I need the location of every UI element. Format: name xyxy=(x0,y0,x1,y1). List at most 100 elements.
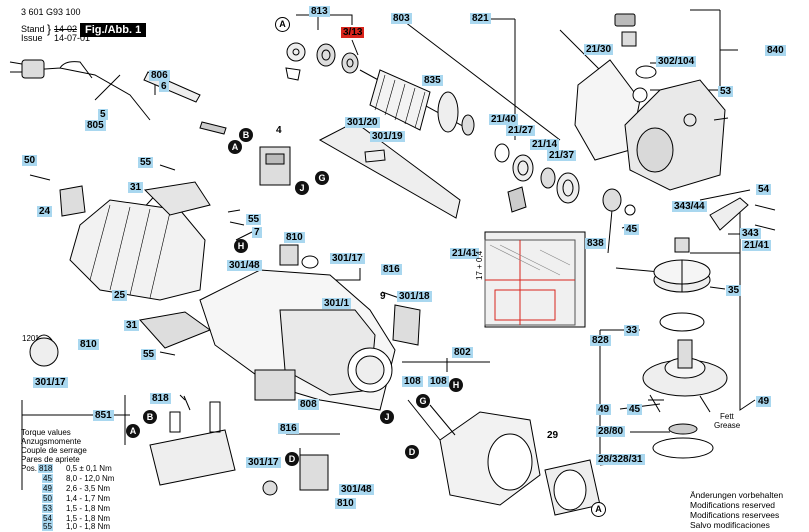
label-810-left: 810 xyxy=(78,339,99,350)
torque-row-5-value: 1,5 - 1,8 Nm xyxy=(66,504,111,513)
label-55-top: 55 xyxy=(138,157,154,168)
torque-row-1-value: 0,5 ± 0,1 Nm xyxy=(66,464,112,473)
note-line-3: Modifications reservees xyxy=(690,510,780,520)
label-7: 7 xyxy=(252,227,262,238)
figure-label: Fig./Abb. 1 xyxy=(80,23,147,37)
label-5: 5 xyxy=(98,109,108,120)
label-45-lower: 45 xyxy=(627,404,643,415)
label-49-left: 49 xyxy=(596,404,612,415)
label-808: 808 xyxy=(298,399,319,410)
label-53: 53 xyxy=(718,86,734,97)
torque-row-3-pos: 49 xyxy=(42,484,53,493)
label-821: 821 xyxy=(470,13,491,24)
torque-row-7-value: 1,0 - 1,8 Nm xyxy=(66,522,111,531)
label-108-b: 108 xyxy=(428,376,449,387)
label-818: 818 xyxy=(150,393,171,404)
label-816-top: 816 xyxy=(381,264,402,275)
marker-j-lower: J xyxy=(380,410,394,424)
marker-g-lower: G xyxy=(416,394,430,408)
label-50: 50 xyxy=(22,155,38,166)
label-802: 802 xyxy=(452,347,473,358)
marker-h-mid: H xyxy=(234,239,248,253)
issue-label: Issue xyxy=(21,33,43,43)
label-9: 9 xyxy=(380,291,386,302)
label-108-a: 108 xyxy=(402,376,423,387)
marker-b-bottom: B xyxy=(143,410,157,424)
marker-a-plug: A xyxy=(228,140,242,154)
label-813: 813 xyxy=(309,6,330,17)
torque-title-4: Pares de apriete xyxy=(21,455,80,464)
marker-j-top: J xyxy=(295,181,309,195)
torque-row-6-value: 1,5 - 1,8 Nm xyxy=(66,514,111,523)
note-line-1: Änderungen vorbehalten xyxy=(690,490,784,500)
label-21-41-right: 21/41 xyxy=(742,240,772,251)
label-840: 840 xyxy=(765,45,786,56)
torque-row-1-pos: 818 xyxy=(38,464,54,473)
marker-a-top: A xyxy=(275,17,290,32)
brace: } xyxy=(47,22,52,36)
torque-title-1: Torque values xyxy=(21,428,71,437)
label-24: 24 xyxy=(37,206,53,217)
torque-row-3-value: 2,6 - 3,5 Nm xyxy=(66,484,111,493)
stand-date: 14-02 xyxy=(54,24,78,34)
label-21-41-section: 21/41 xyxy=(450,248,480,259)
label-805: 805 xyxy=(85,120,106,131)
note-line-4: Salvo modificaciones xyxy=(690,520,770,530)
torque-row-4-pos: 50 xyxy=(42,494,53,503)
torque-row-2-value: 8,0 - 12,0 Nm xyxy=(66,474,115,483)
torque-row-6-pos: 54 xyxy=(42,514,53,523)
label-55-bottom: 55 xyxy=(141,349,157,360)
torque-title-3: Couple de serrage xyxy=(21,446,87,455)
label-301-20: 301/20 xyxy=(345,117,380,128)
label-21-27: 21/27 xyxy=(506,125,536,136)
torque-row-2-pos: 45 xyxy=(42,474,53,483)
label-3-13: 3/13 xyxy=(341,27,365,38)
marker-d-lower: D xyxy=(405,445,419,459)
label-301-18: 301/18 xyxy=(397,291,432,302)
torque-row-5-pos: 53 xyxy=(42,504,53,513)
label-302-104: 302/104 xyxy=(656,56,697,67)
label-21-30: 21/30 xyxy=(584,44,614,55)
label-21-37: 21/37 xyxy=(547,150,577,161)
label-6: 6 xyxy=(159,81,169,92)
label-806: 806 xyxy=(149,70,170,81)
label-343: 343 xyxy=(740,228,761,239)
label-21-14: 21/14 xyxy=(530,139,560,150)
label-25: 25 xyxy=(112,290,128,301)
torque-pos-label: Pos. xyxy=(21,464,38,473)
label-29: 29 xyxy=(547,430,559,441)
label-45-right: 45 xyxy=(624,224,640,235)
label-55-mid: 55 xyxy=(246,214,262,225)
stand-label: Stand xyxy=(21,24,45,34)
label-301-17-left: 301/17 xyxy=(33,377,68,388)
marker-h-lower: H xyxy=(449,378,463,392)
fett-label: Fett xyxy=(720,412,734,421)
label-49-right: 49 xyxy=(756,396,772,407)
marker-a-bottom: A xyxy=(126,424,140,438)
label-343-44: 343/44 xyxy=(672,201,707,212)
issue-date: 14-07-01 xyxy=(54,33,91,43)
doc-number: 3 601 G93 100 xyxy=(21,7,81,17)
label-54: 54 xyxy=(756,184,772,195)
label-31-top: 31 xyxy=(128,182,144,193)
grease-label: Grease xyxy=(714,421,741,430)
label-810-top: 810 xyxy=(284,232,305,243)
label-838: 838 xyxy=(585,238,606,249)
label-828: 828 xyxy=(590,335,611,346)
label-21-40: 21/40 xyxy=(489,114,519,125)
marker-b-top: B xyxy=(239,128,253,142)
label-816-bottom: 816 xyxy=(278,423,299,434)
label-301-48-top: 301/48 xyxy=(227,260,262,271)
label-301-17-bottom: 301/17 xyxy=(246,457,281,468)
label-4: 4 xyxy=(276,125,282,136)
torque-title-2: Anzugsmomente xyxy=(21,437,82,446)
label-35: 35 xyxy=(726,285,742,296)
note-line-2: Modifications reserved xyxy=(690,500,776,510)
label-835: 835 xyxy=(422,75,443,86)
label-33: 33 xyxy=(624,325,640,336)
torque-row-4-value: 1,4 - 1,7 Nm xyxy=(66,494,111,503)
marker-g-top: G xyxy=(315,171,329,185)
label-803: 803 xyxy=(391,13,412,24)
label-301-1: 301/1 xyxy=(322,298,352,309)
label-301-17-top: 301/17 xyxy=(330,253,365,264)
